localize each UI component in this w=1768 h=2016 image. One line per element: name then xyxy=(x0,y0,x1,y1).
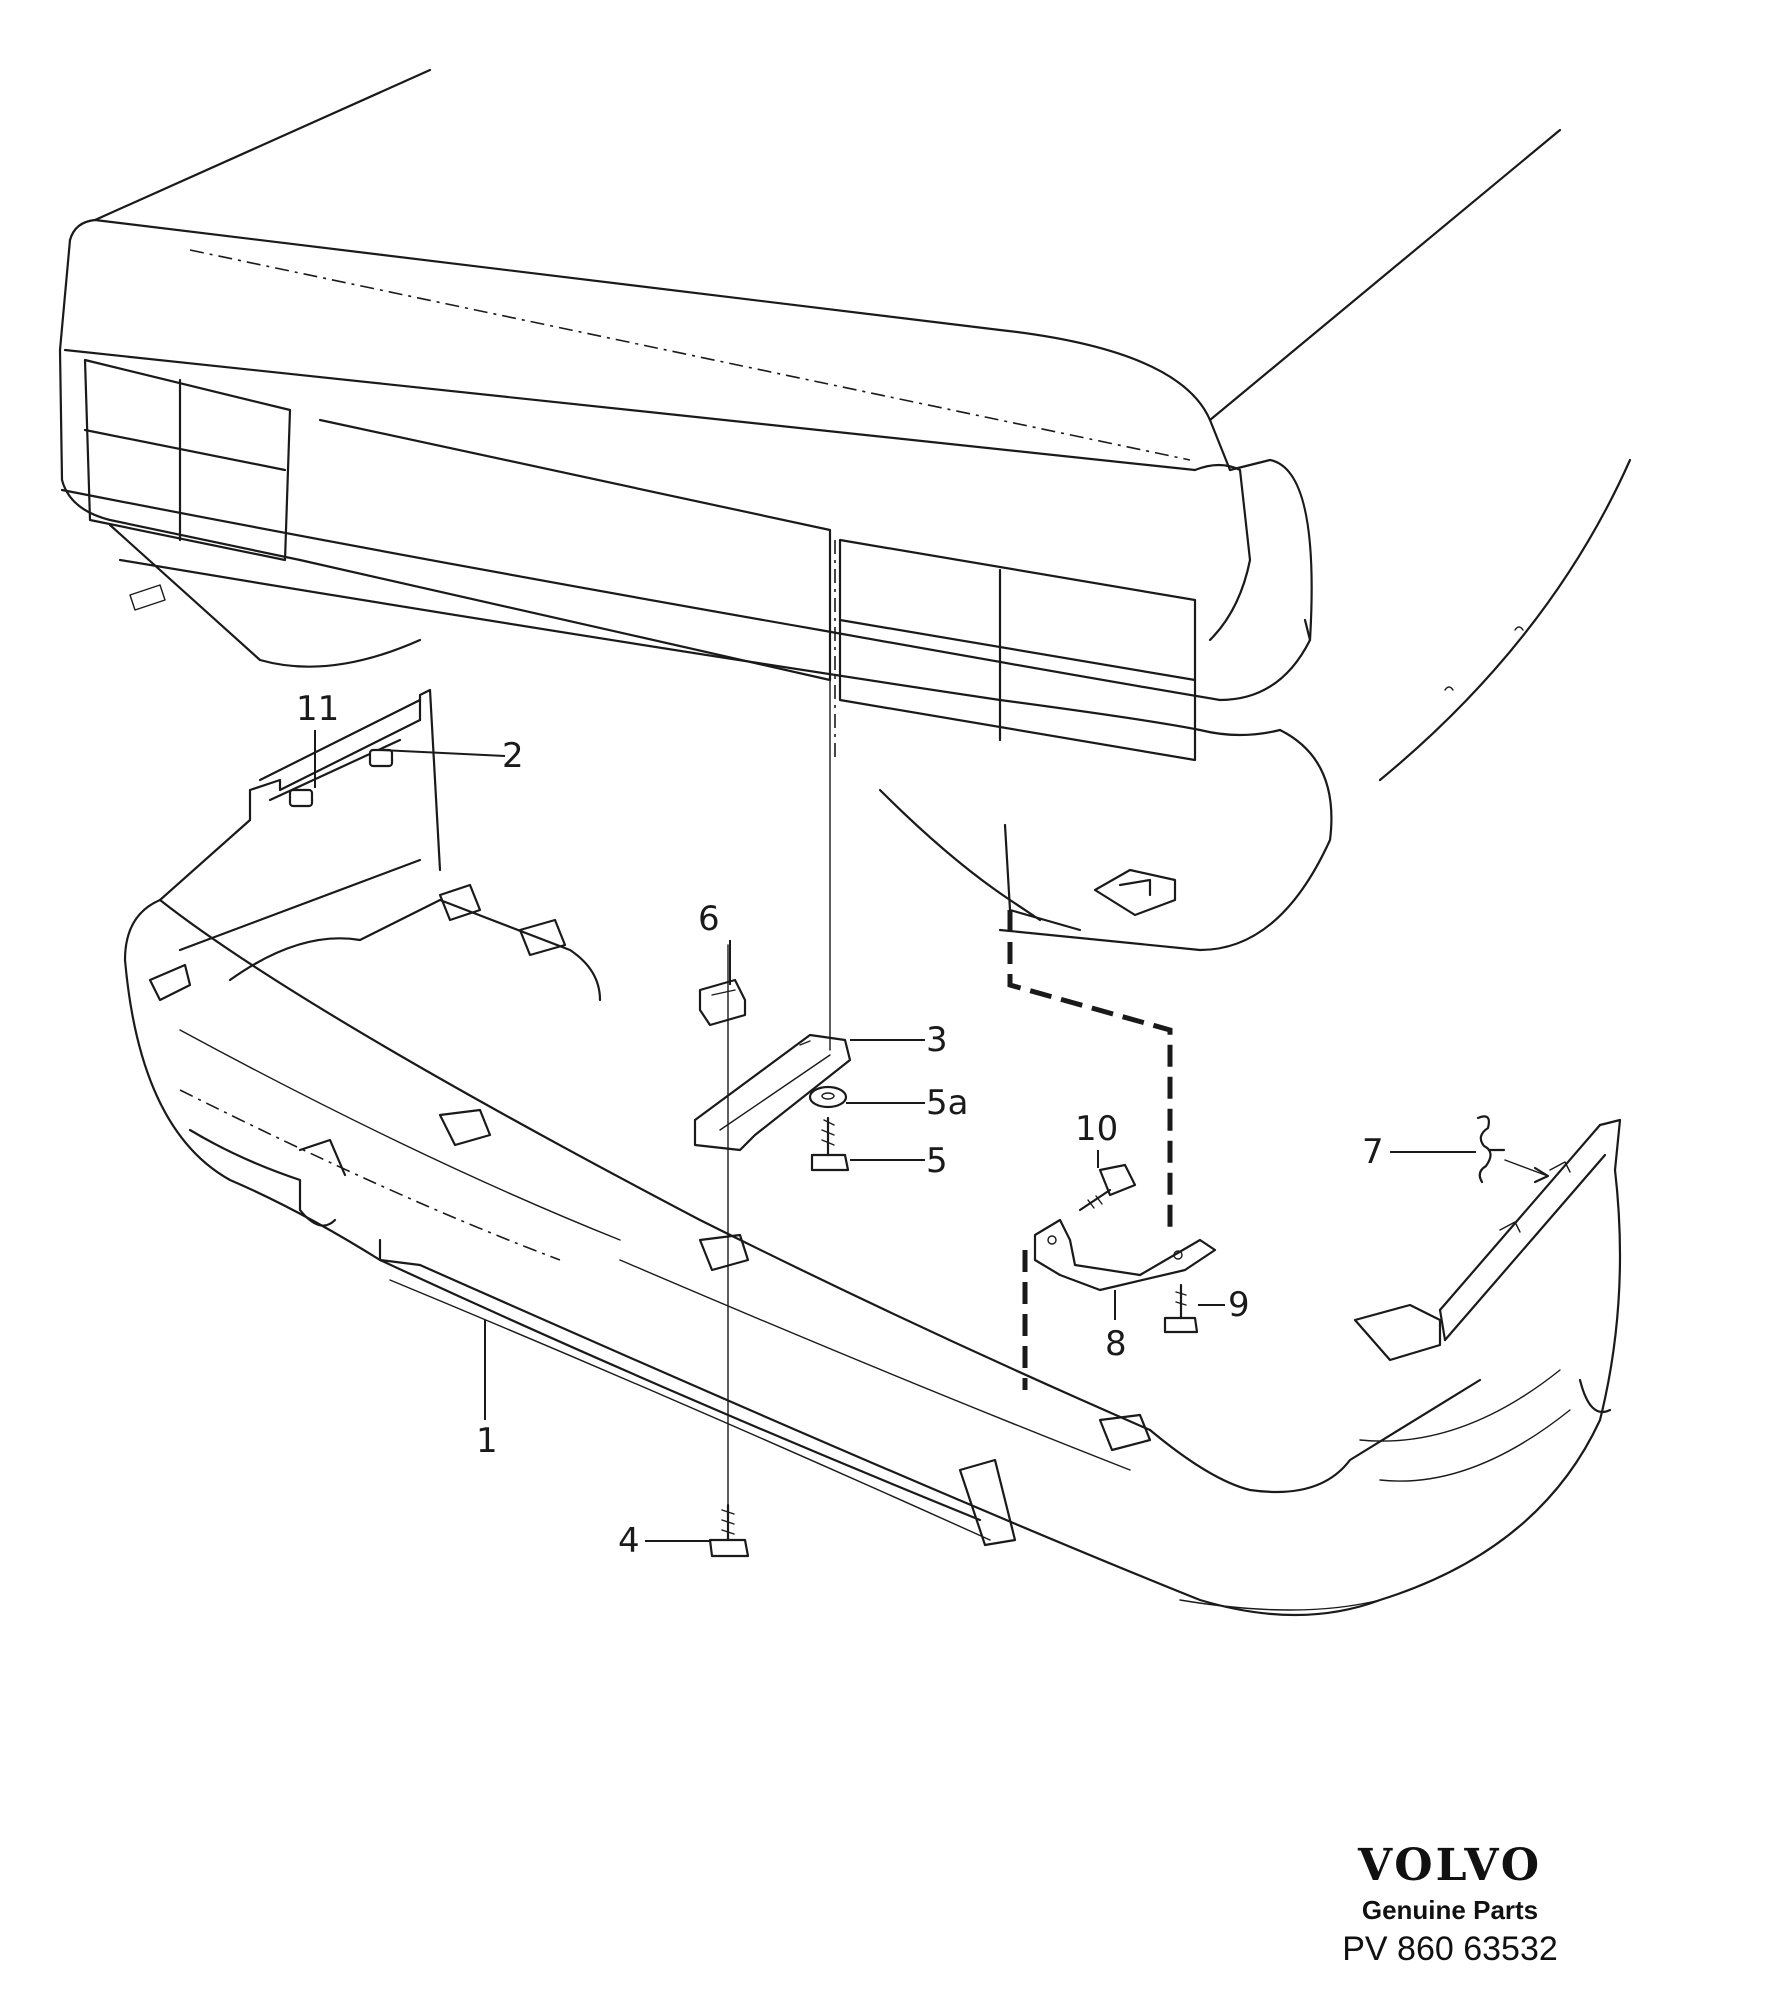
bracket-part-8 xyxy=(1033,1218,1217,1292)
callout-6: 6 xyxy=(698,899,720,939)
callout-5: 5 xyxy=(926,1141,948,1181)
callout-2: 2 xyxy=(502,736,524,776)
brand-block: VOLVO Genuine Parts PV 860 63532 xyxy=(1300,1840,1600,1969)
callout-1: 1 xyxy=(476,1421,498,1461)
bolt-part-5 xyxy=(810,1116,850,1172)
assembly-lines xyxy=(727,559,1550,1506)
bumper-cover xyxy=(123,688,1622,1617)
brand-subtitle: Genuine Parts xyxy=(1361,1895,1539,1925)
screw-part-4 xyxy=(708,1503,750,1558)
bracket-part-3 xyxy=(693,1033,852,1152)
callout-7: 7 xyxy=(1362,1132,1384,1172)
diagram-code: PV 860 63532 xyxy=(1342,1930,1558,1968)
screw-part-9 xyxy=(1163,1283,1199,1334)
callout-leaders xyxy=(314,730,1476,1542)
callout-3: 3 xyxy=(926,1020,948,1060)
car-body-rear xyxy=(58,68,1632,952)
callout-10: 10 xyxy=(1075,1109,1118,1149)
washer-part-5a xyxy=(808,1085,848,1109)
callout-9: 9 xyxy=(1228,1285,1250,1325)
callout-numbers: 1 2 3 4 5 5a 6 7 8 9 10 11 xyxy=(296,689,1384,1561)
volvo-logo: VOLVO xyxy=(1357,1840,1543,1891)
callout-5a: 5a xyxy=(926,1083,968,1123)
bolt-part-10 xyxy=(1078,1163,1137,1212)
callout-8: 8 xyxy=(1105,1324,1127,1364)
nut-part-6 xyxy=(698,978,747,1027)
clip-part-7 xyxy=(1476,1115,1506,1184)
callout-4: 4 xyxy=(618,1521,640,1561)
callout-11: 11 xyxy=(296,689,339,729)
